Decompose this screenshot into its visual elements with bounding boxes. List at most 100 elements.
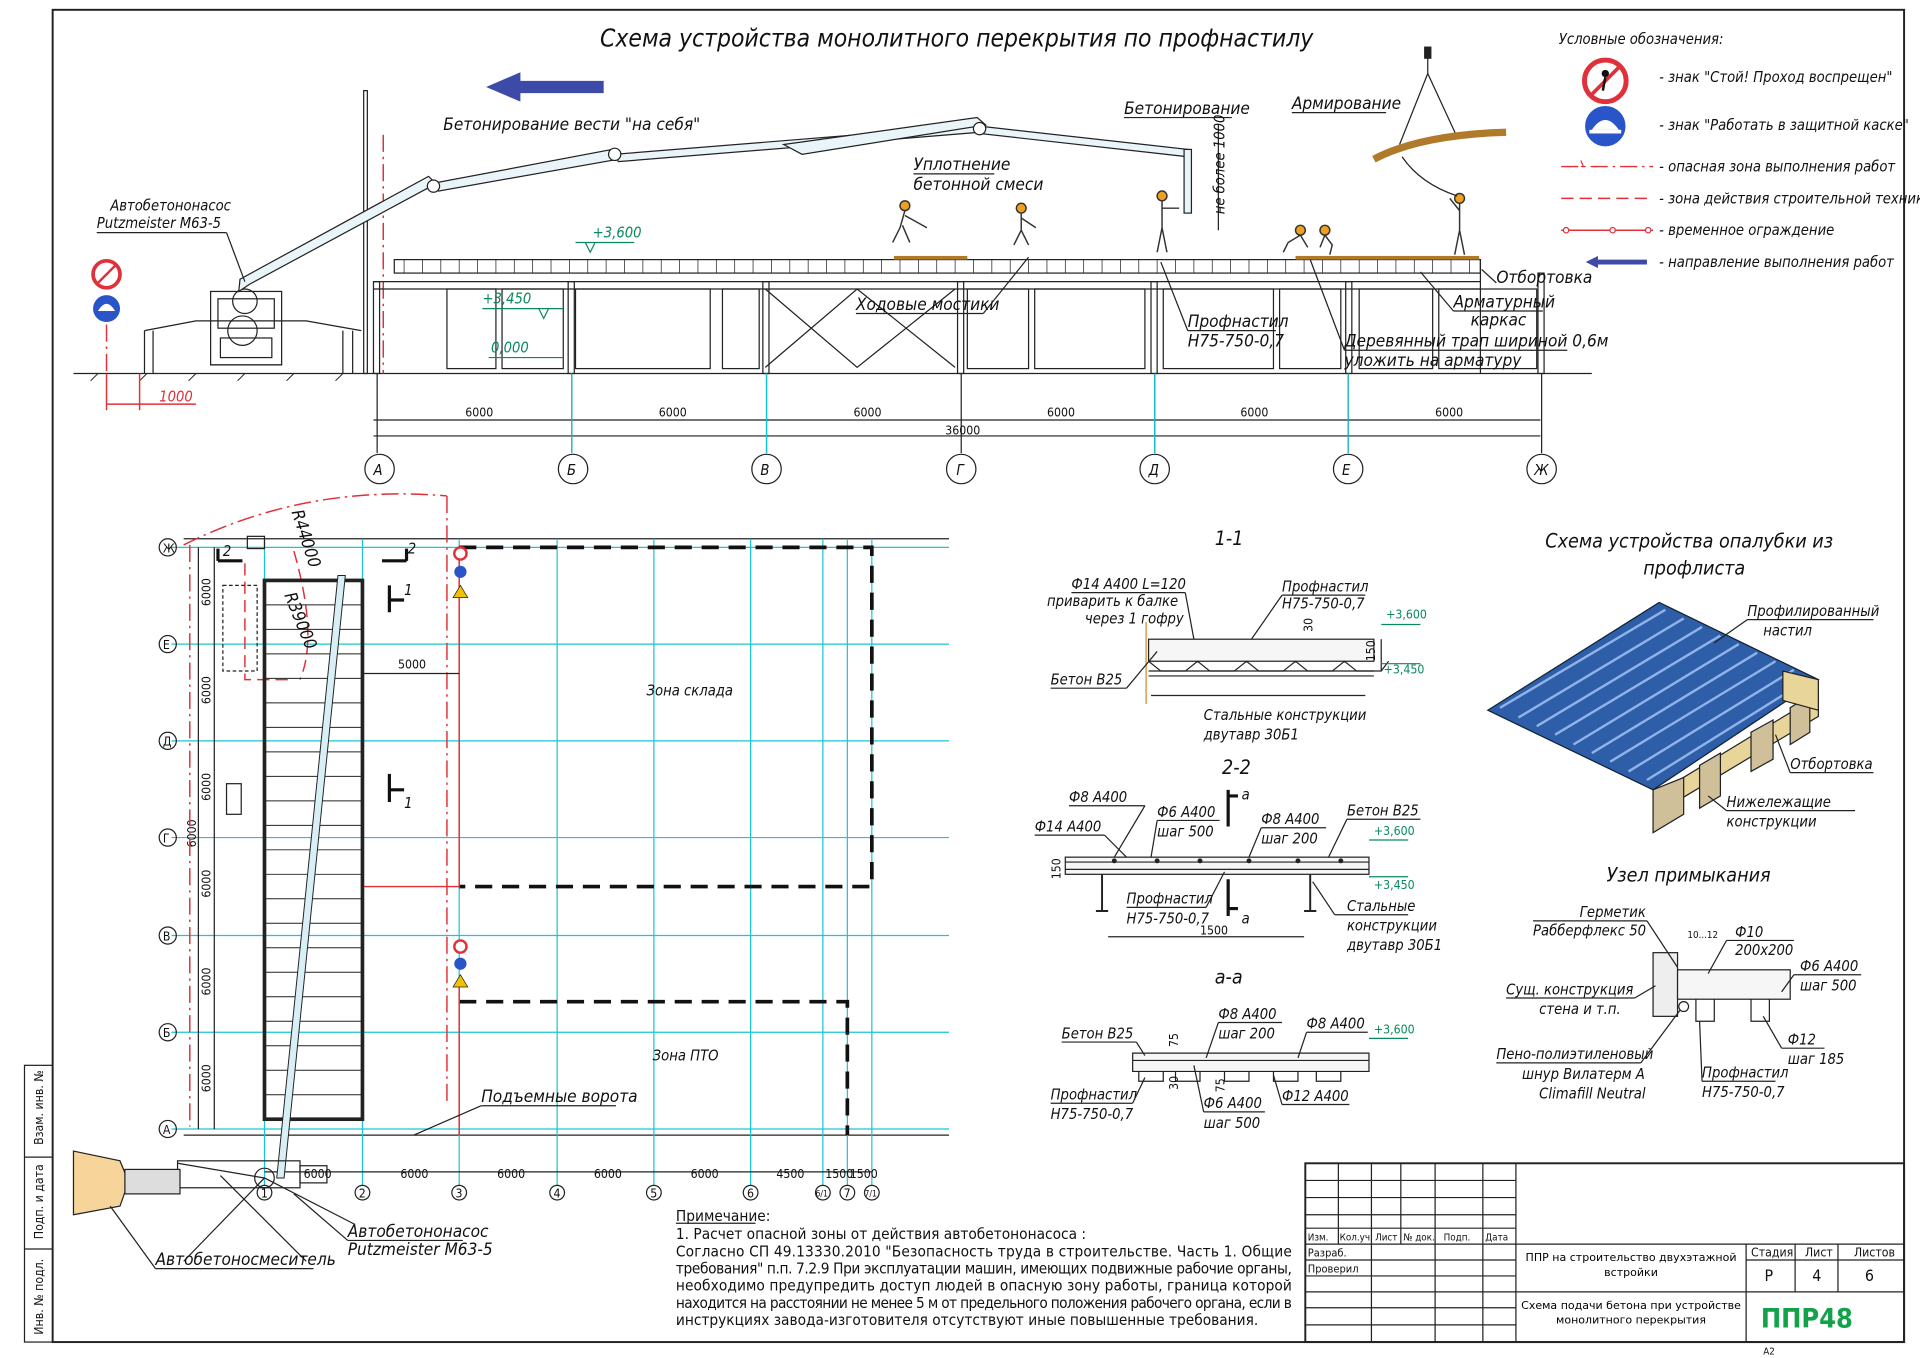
stamp-col-list: Лист: [1375, 1232, 1397, 1243]
plan-row-span-2: 6000: [200, 676, 214, 704]
legend: Условные обозначения: - знак "Стой! Прох…: [1559, 31, 1920, 271]
level-3450: +3,450: [482, 291, 531, 308]
stamp-stage: Р: [1764, 1266, 1773, 1285]
sec22-cut-a2: а: [1242, 910, 1250, 927]
plan-axis-V: В: [163, 929, 171, 943]
side-stamp-1: Взам. инв. №: [32, 1070, 46, 1145]
level-3600: +3,600: [593, 225, 642, 242]
cage-label-1: Арматурный: [1452, 292, 1555, 312]
junction-deck-2: Н75-750-0,7: [1702, 1084, 1785, 1101]
plan-col-axes: 1 2 3 4 5 6 6/1 7 7/1: [256, 1184, 880, 1201]
junction-bar12-2: шаг 185: [1788, 1051, 1845, 1068]
sec22-steel-1: Стальные: [1347, 898, 1415, 915]
sheet-frame: [51, 8, 1906, 1344]
axis-Zh: Ж: [1533, 462, 1549, 479]
plan-col-span-8: 1500: [850, 1167, 878, 1181]
plan-col-span-3: 6000: [497, 1167, 525, 1181]
plan-mixer-truck: [72, 1150, 181, 1216]
formwork-edge: Отбортовка: [1790, 756, 1872, 773]
compaction-label-1: Уплотнение: [913, 155, 1010, 175]
span-2: 6000: [659, 405, 687, 419]
sec22-bar14: Ф14 А400: [1035, 818, 1102, 835]
sec22-deck-1: Профнастил: [1127, 891, 1214, 908]
secaa-bar8a-2: шаг 200: [1218, 1025, 1275, 1042]
junction-bar6-1: Ф6 А400: [1800, 958, 1858, 975]
junction-title: Узел примыкания: [1607, 864, 1772, 887]
edge-label: Отбортовка: [1496, 268, 1592, 288]
pump-label-1: Автобетононасос: [109, 198, 231, 215]
plan-row-span-6: 6000: [200, 1064, 214, 1092]
title-block: Изм. Кол.уч Лист № док. Подп. Дата Разра…: [1304, 1162, 1906, 1357]
notes-line-3: требования" п.п. 7.2.9 При эксплуатации …: [676, 1259, 1292, 1277]
hazard-offset-dim: 1000: [159, 389, 193, 406]
section-1-1: 1-1 Ф14 А400 L=120 приварить к балке чер…: [1047, 527, 1427, 744]
secaa-level: +3,600: [1374, 1022, 1415, 1036]
legend-item-machine-zone: - зона действия строительной техники: [1659, 190, 1920, 207]
plan-row-span-4: 6000: [200, 870, 214, 898]
concrete-pump-truck: [143, 288, 362, 374]
deck-label-1: Профнастил: [1188, 312, 1289, 332]
span-4: 6000: [1047, 405, 1075, 419]
direction-note: Бетонирование вести "на себя": [443, 115, 700, 135]
sec11-concrete: Бетон В25: [1051, 672, 1123, 689]
plan-col-span-5: 6000: [691, 1167, 719, 1181]
plan-axis-Zh: Ж: [163, 541, 175, 555]
sec22-cut-a1: а: [1242, 787, 1250, 804]
sec11-steel-2: двутавр 30Б1: [1203, 727, 1299, 744]
sec-mark-2a: 2: [223, 543, 231, 560]
plan-axis-G: Г: [163, 831, 170, 845]
sec22-title: 2-2: [1222, 756, 1251, 779]
secaa-dim-30: 30: [1167, 1076, 1181, 1090]
legend-item-helmet: - знак "Работать в защитной каске": [1659, 117, 1909, 134]
sec-mark-1b: 1: [404, 795, 412, 812]
sec22-level-3450: +3,450: [1374, 878, 1415, 892]
ramp-label-1: Деревянный трап шириной 0,6м: [1343, 332, 1608, 352]
formwork-below-2: конструкции: [1727, 814, 1817, 831]
sec22-bar8b-1: Ф8 А400: [1261, 811, 1319, 828]
notes-line-6: инструкциях завода-изготовителя отсутств…: [676, 1311, 1258, 1329]
sec11-anchor-1: Ф14 А400 L=120: [1071, 576, 1185, 593]
sec22-bar8b-2: шаг 200: [1261, 831, 1318, 848]
plan-col-span-1: 6000: [304, 1167, 332, 1181]
elevation: Бетонирование вести "на себя": [73, 46, 1609, 485]
zone-pto-outline: [459, 999, 850, 1136]
junction-bar10-2: 200х200: [1735, 942, 1793, 959]
plan-row-span-5: 6000: [200, 968, 214, 996]
legend-item-stop: - знак "Стой! Проход воспрещен": [1659, 69, 1892, 86]
legend-item-direction: - направление выполнения работ: [1659, 254, 1895, 271]
max-height-label: не более 1000: [1211, 115, 1228, 215]
stamp-row-proveril: Проверил: [1308, 1262, 1359, 1275]
zone-store-outline: [459, 545, 874, 889]
junction-sealant-1: Герметик: [1580, 904, 1646, 921]
plan-axis-D: Д: [163, 735, 172, 749]
secaa-bar8a-1: Ф8 А400: [1218, 1006, 1276, 1023]
zone-pto-label: Зона ПТО: [653, 1047, 719, 1064]
stamp-format: А2: [1763, 1346, 1775, 1357]
plan-sign-icons: [452, 546, 469, 988]
stamp-logo: ППР48: [1761, 1303, 1853, 1334]
junction-bar12-1: Ф12: [1788, 1032, 1816, 1049]
sec22-bar8: Ф8 А400: [1069, 789, 1127, 806]
secaa-bar12: Ф12 А400: [1282, 1088, 1349, 1105]
stamp-stage-h: Стадия: [1751, 1245, 1793, 1259]
deck-label-2: Н75-750-0,7: [1188, 332, 1284, 352]
sec11-level-3600: +3,600: [1386, 607, 1427, 621]
stamp-col-podp: Подп.: [1444, 1232, 1471, 1243]
sec11-anchor-2: приварить к балке: [1047, 593, 1178, 610]
axis-A: А: [372, 462, 382, 479]
side-stamp-2: Подп. и дата: [32, 1164, 46, 1239]
concreting-label: Бетонирование: [1124, 99, 1250, 119]
plan-col-span-2: 6000: [400, 1167, 428, 1181]
span-5: 6000: [1240, 405, 1268, 419]
plan-col-1: 1: [261, 1187, 268, 1201]
pump-boom: [238, 116, 1193, 293]
secaa-bar6-1: Ф6 А400: [1204, 1095, 1262, 1112]
axis-B: Б: [567, 462, 576, 479]
secaa-deck-2: Н75-750-0,7: [1051, 1106, 1134, 1123]
plan-col-2: 2: [359, 1187, 366, 1201]
zone-store-label: Зона склада: [647, 683, 734, 700]
stamp-sheet-h: Лист: [1805, 1245, 1833, 1259]
side-stamp-3: Инв. № подл.: [32, 1259, 46, 1335]
axis-E: Е: [1342, 462, 1351, 479]
plan-axis-A: А: [163, 1123, 171, 1137]
